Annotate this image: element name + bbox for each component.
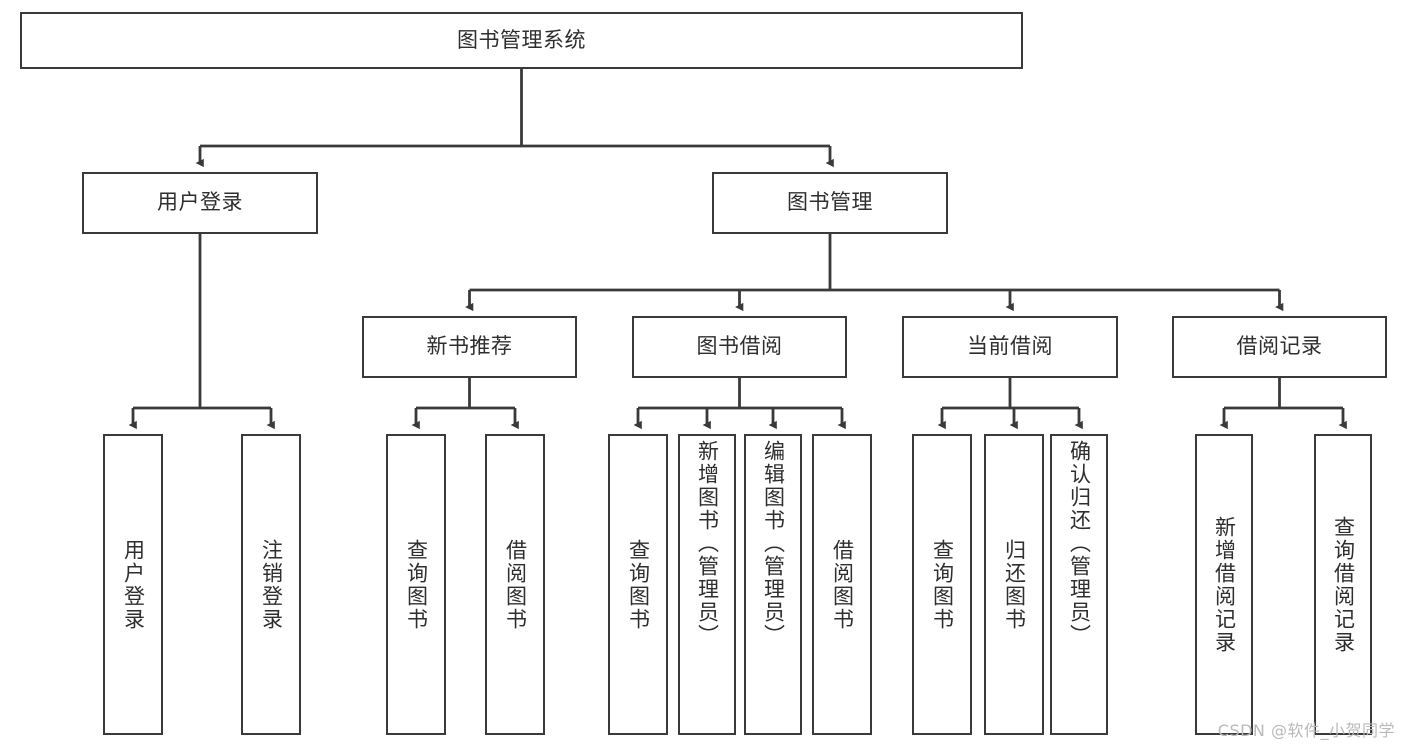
node-label: 编辑图书（管理员） <box>761 440 786 647</box>
node-label: 新增图书（管理员） <box>695 440 720 647</box>
node-book-manage[interactable]: 图书管理 <box>712 172 948 234</box>
node-label: 归还图书 <box>1002 538 1027 631</box>
node-user-login[interactable]: 用户登录 <box>82 172 318 234</box>
node-leaf-borrow-book-2[interactable]: 借阅图书 <box>812 434 872 735</box>
node-label: 图书借阅 <box>696 334 783 359</box>
node-label: 新增借阅记录 <box>1212 515 1237 654</box>
node-leaf-edit-book-admin[interactable]: 编辑图书（管理员） <box>744 434 802 735</box>
node-label: 确认归还（管理员） <box>1067 440 1092 647</box>
node-label: 注销登录 <box>259 538 284 631</box>
node-label: 借阅记录 <box>1236 334 1323 359</box>
node-book-borrow[interactable]: 图书借阅 <box>632 316 847 378</box>
node-label: 图书管理 <box>787 190 873 215</box>
node-label: 用户登录 <box>157 190 243 215</box>
node-leaf-query-book-2[interactable]: 查询图书 <box>608 434 668 735</box>
node-leaf-user-logout[interactable]: 注销登录 <box>241 434 301 735</box>
node-leaf-user-login[interactable]: 用户登录 <box>103 434 163 735</box>
node-label: 查询图书 <box>404 538 429 631</box>
node-leaf-borrow-book-1[interactable]: 借阅图书 <box>485 434 545 735</box>
node-root[interactable]: 图书管理系统 <box>20 12 1023 69</box>
node-label: 查询借阅记录 <box>1331 515 1356 654</box>
node-leaf-query-book-1[interactable]: 查询图书 <box>386 434 446 735</box>
node-label: 借阅图书 <box>503 538 528 631</box>
node-leaf-query-book-3[interactable]: 查询图书 <box>912 434 972 735</box>
node-label: 查询图书 <box>930 538 955 631</box>
node-label: 图书管理系统 <box>457 27 586 52</box>
node-borrow-record[interactable]: 借阅记录 <box>1172 316 1387 378</box>
node-leaf-return-book[interactable]: 归还图书 <box>984 434 1044 735</box>
node-current-borrow[interactable]: 当前借阅 <box>902 316 1118 378</box>
node-label: 借阅图书 <box>830 538 855 631</box>
node-label: 查询图书 <box>626 538 651 631</box>
node-leaf-add-borrow-record[interactable]: 新增借阅记录 <box>1195 434 1253 735</box>
node-leaf-add-book-admin[interactable]: 新增图书（管理员） <box>678 434 736 735</box>
node-label: 新书推荐 <box>426 334 513 359</box>
node-label: 当前借阅 <box>967 334 1053 359</box>
node-new-book-recommend[interactable]: 新书推荐 <box>362 316 577 378</box>
node-label: 用户登录 <box>121 538 146 631</box>
watermark-text: CSDN @软件_小贺同学 <box>1217 721 1395 740</box>
node-leaf-query-borrow-record[interactable]: 查询借阅记录 <box>1314 434 1372 735</box>
node-leaf-confirm-return-admin[interactable]: 确认归还（管理员） <box>1050 434 1108 735</box>
